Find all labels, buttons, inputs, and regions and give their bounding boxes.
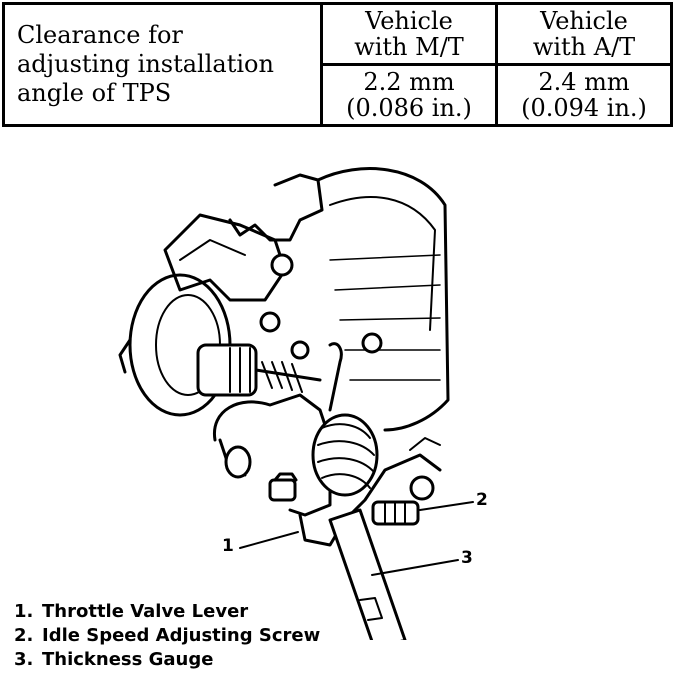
callout-leader-2 [419,501,474,511]
legend-item: 1. Throttle Valve Lever [14,600,320,624]
mount-arm [163,213,287,302]
clearance-spec-table: Clearance for adjusting installation ang… [2,2,673,127]
mt-header-line: with M/T [354,33,464,61]
legend-number: 3. [14,649,34,670]
at-value-cell: 2.4 mm (0.094 in.) [495,63,673,127]
legend-text: Thickness Gauge [42,649,214,670]
legend-text: Idle Speed Adjusting Screw [42,625,321,646]
callout-leader-1 [239,531,299,549]
top-bracket [228,173,324,242]
housing-shading [329,196,436,331]
thickness-gauge [328,508,407,640]
link-rod [328,342,343,412]
idle-speed-adjusting-screw [371,475,435,526]
bolt-head [361,332,383,354]
stop-screw [268,478,297,502]
at-value-in: (0.094 in.) [521,94,647,122]
legend-number: 2. [14,625,34,646]
throttle-body-illustration [118,167,474,640]
dashpot-cylinder [196,343,258,397]
mt-value-cell: 2.2 mm (0.086 in.) [320,63,498,127]
bolt-head [259,311,281,333]
parts-legend: 1. Throttle Valve Lever 2. Idle Speed Adju… [14,600,320,672]
mt-header-cell: Vehicle with M/T [320,2,498,66]
callout-2: 2 [476,490,488,510]
bolt-head [270,253,294,277]
legend-text: Throttle Valve Lever [42,601,249,622]
callout-1: 1 [222,536,234,556]
callout-3: 3 [461,548,473,568]
legend-item: 3. Thickness Gauge [14,648,320,672]
at-header-line: with A/T [532,33,636,61]
lower-body [298,453,442,547]
legend-number: 1. [14,601,34,622]
clearance-label-cell: Clearance for adjusting installation ang… [2,2,323,127]
at-value-mm: 2.4 mm [538,68,630,96]
clearance-label-line: adjusting installation [17,50,274,78]
clearance-label-line: Clearance for [17,21,183,49]
mt-value-in: (0.086 in.) [346,94,472,122]
legend-item: 2. Idle Speed Adjusting Screw [14,624,320,648]
bolt-head [290,340,310,360]
mt-header-line: Vehicle [365,7,453,35]
clearance-label-line: angle of TPS [17,79,172,107]
callout-leader-3 [371,559,459,576]
mt-value-mm: 2.2 mm [363,68,455,96]
housing-outline [316,167,450,432]
at-header-line: Vehicle [540,7,628,35]
at-header-cell: Vehicle with A/T [495,2,673,66]
